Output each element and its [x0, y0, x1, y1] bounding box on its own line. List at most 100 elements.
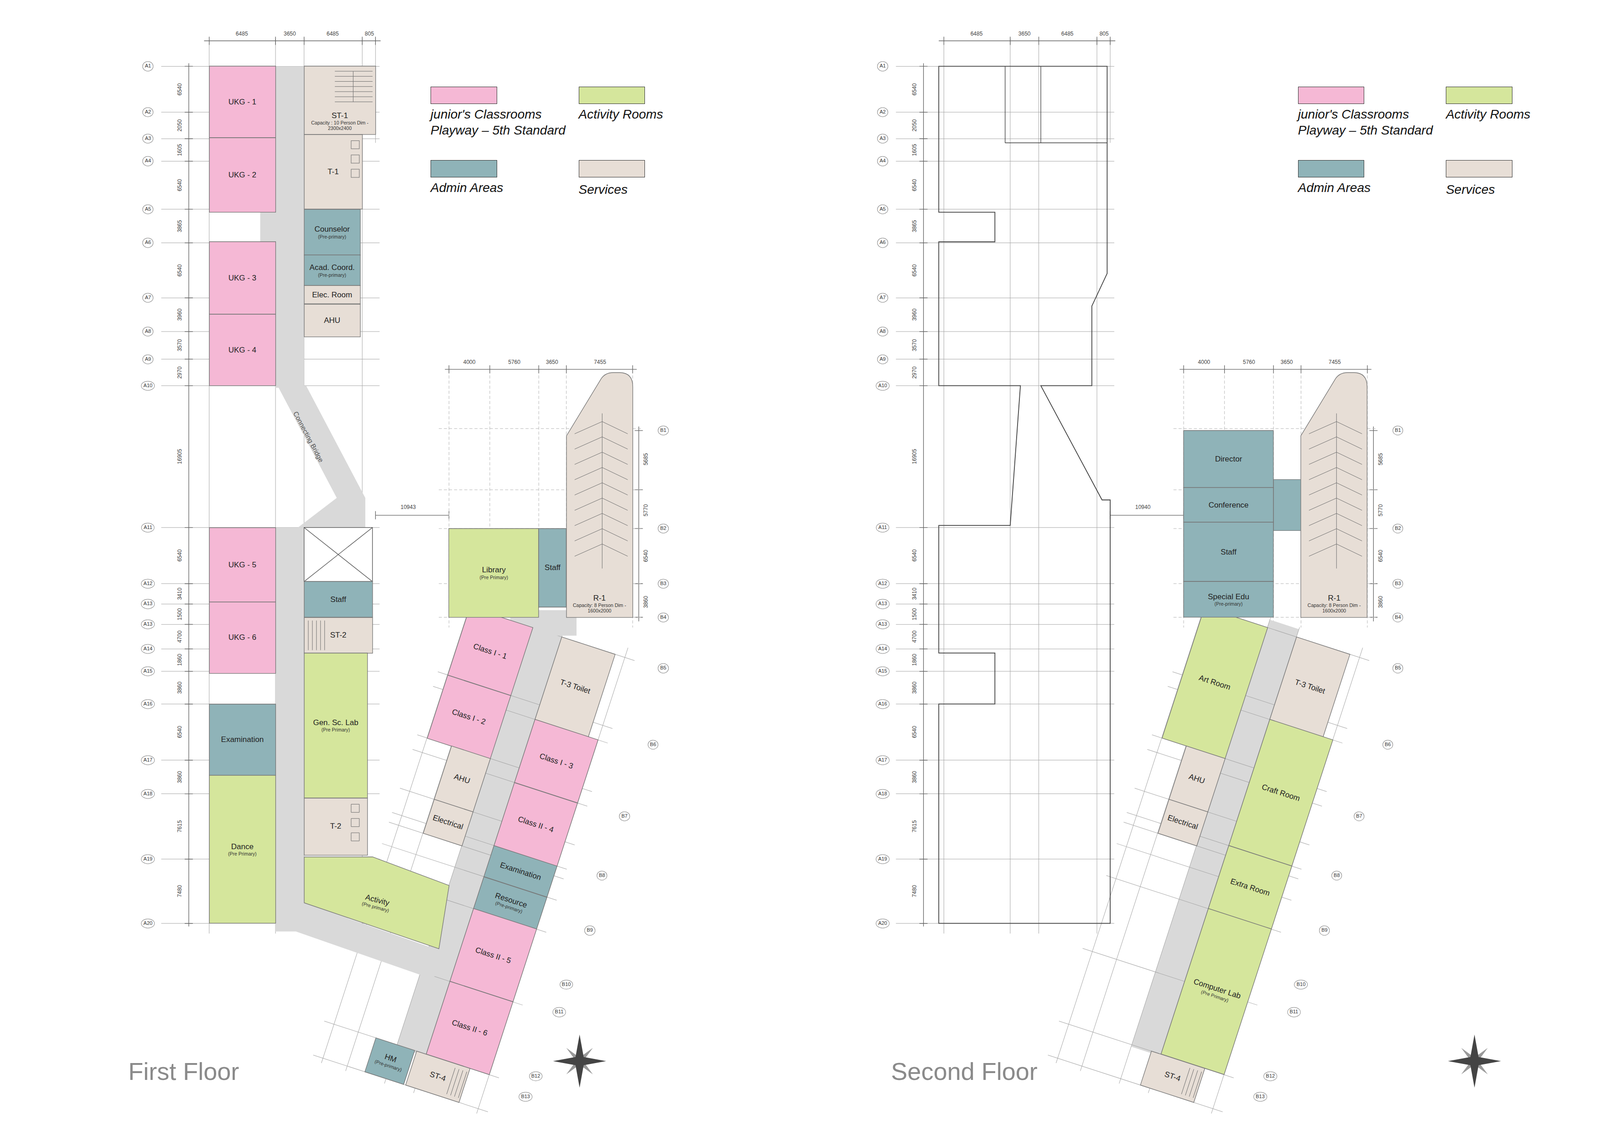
room-outline	[1300, 372, 1367, 618]
room-outline	[426, 675, 511, 759]
corridor	[259, 212, 304, 242]
room-name: UKG - 1	[228, 97, 257, 107]
room-label-group: ST-2	[304, 617, 373, 654]
room-outline	[304, 617, 373, 654]
dimension-text: 5770	[1377, 503, 1384, 518]
room-box: Special Edu(Pre-primary)	[1183, 581, 1274, 618]
grid-bubble: A18	[141, 789, 156, 799]
room-fixture	[1181, 1067, 1202, 1098]
room-label-group: Counselor(Pre-primary)	[304, 209, 361, 256]
grid-bubble: A10	[875, 380, 890, 391]
grid-bubble: B5	[1392, 663, 1403, 674]
dimension-text: 6540	[176, 725, 183, 740]
grid-bubble: B4	[657, 612, 669, 623]
compass-rose	[1448, 1034, 1502, 1088]
grid-bubble: B3	[1392, 578, 1403, 589]
room-outline	[1269, 637, 1351, 738]
room-name: Staff	[544, 563, 561, 573]
grid-bubble: B8	[596, 870, 608, 881]
room-box: UKG - 6	[209, 602, 276, 674]
room-name: Staff	[330, 595, 347, 605]
room-outline	[1183, 487, 1274, 523]
room-outline	[304, 209, 361, 256]
room-outline	[1228, 719, 1333, 867]
legend-swatch	[1445, 160, 1512, 178]
dimension-text: 4700	[910, 629, 918, 645]
grid-bubble: A5	[877, 204, 888, 214]
grid-bubble: A18	[875, 789, 890, 799]
legend-swatch	[1298, 160, 1365, 178]
grid-bubble: B3	[657, 578, 669, 589]
dimension-text: 5760	[507, 358, 522, 366]
room-outline	[304, 798, 368, 856]
grid-bubble: A8	[142, 327, 154, 337]
room-label-group: T-2	[304, 798, 368, 856]
room-fixture	[574, 413, 628, 569]
room-name: AHU	[323, 316, 341, 326]
dimension-text: 6485	[969, 30, 984, 37]
room-outline	[304, 134, 363, 209]
room-name: Class I - 3	[538, 751, 575, 771]
dimension-text: 3410	[176, 587, 183, 602]
admin-annex	[1273, 479, 1301, 531]
dimension-text: 6485	[325, 30, 340, 37]
room-label-group: UKG - 2	[209, 137, 276, 213]
room-fixture	[308, 620, 325, 650]
room-outline	[209, 66, 276, 138]
room-note: (Pre-primary)	[317, 233, 347, 240]
dimension-text: 16905	[910, 447, 918, 465]
dimension-text: 6540	[1377, 549, 1384, 564]
room-name: Counselor	[314, 224, 350, 234]
grid-bubble: A12	[141, 578, 156, 589]
room-label-group: Acad. Coord.(Pre-primary)	[304, 254, 361, 286]
void-opening	[304, 527, 373, 582]
grid-bubble: A2	[877, 107, 888, 118]
grid-bubble: A9	[142, 354, 154, 364]
grid-bubble: A7	[877, 293, 888, 303]
room-name: Class II - 5	[474, 945, 513, 966]
grid-bubble: A3	[877, 134, 888, 144]
grid-bubble: A8	[877, 327, 888, 337]
grid-bubble: B7	[1353, 811, 1365, 821]
room-fixture	[334, 71, 373, 103]
room-label-group: Director	[1183, 430, 1274, 488]
room-note: Capacity: 8 Person Dim - 1600x2000	[1302, 602, 1366, 614]
grid-bubble: A5	[142, 204, 154, 214]
grid-bubble: A1	[877, 61, 888, 72]
room-name: UKG - 3	[228, 273, 257, 283]
grid-bubble: B1	[1392, 425, 1403, 436]
room-box: Elec. Room	[304, 285, 361, 304]
room-label-group: Staff	[1183, 522, 1274, 582]
room-name: T-3 Toilet	[558, 677, 592, 697]
room-box: Examination	[209, 704, 276, 776]
dimension-text: 6485	[234, 30, 250, 37]
dimension-text: 3650	[1279, 358, 1294, 366]
grid-bubble: A3	[142, 134, 154, 144]
grid-bubble: A17	[875, 755, 890, 765]
room-name: T-3 Toilet	[1293, 677, 1326, 697]
void-cross	[304, 527, 373, 582]
floor-title: First Floor	[127, 1056, 240, 1087]
floor-title: Second Floor	[890, 1056, 1039, 1087]
room-label-group: Library(Pre Primary)	[448, 528, 539, 618]
room-box: Dance(Pre Primary)	[209, 775, 276, 924]
dimension-text: 6540	[176, 178, 183, 193]
room-name: Staff	[1220, 547, 1237, 557]
dimension-text: 3860	[910, 680, 918, 696]
room-label-group: UKG - 5	[209, 527, 276, 603]
grid-bubble: A19	[141, 854, 156, 864]
dimension-text: 4000	[462, 358, 477, 366]
room-outline	[304, 285, 361, 304]
room-outline	[1157, 799, 1208, 846]
grid-bubble: B1	[657, 425, 669, 436]
outline-detail	[1005, 66, 1108, 143]
room-name: Acad. Coord.	[309, 263, 355, 273]
room-note: (Pre-primary)	[317, 272, 347, 278]
room-box: UKG - 1	[209, 66, 276, 138]
room-label-group: T-1	[304, 134, 363, 209]
grid-bubble: A4	[142, 156, 154, 167]
room-outline	[304, 304, 361, 338]
grid-bubble: B9	[584, 925, 595, 936]
room-name: AHU	[1187, 772, 1206, 786]
